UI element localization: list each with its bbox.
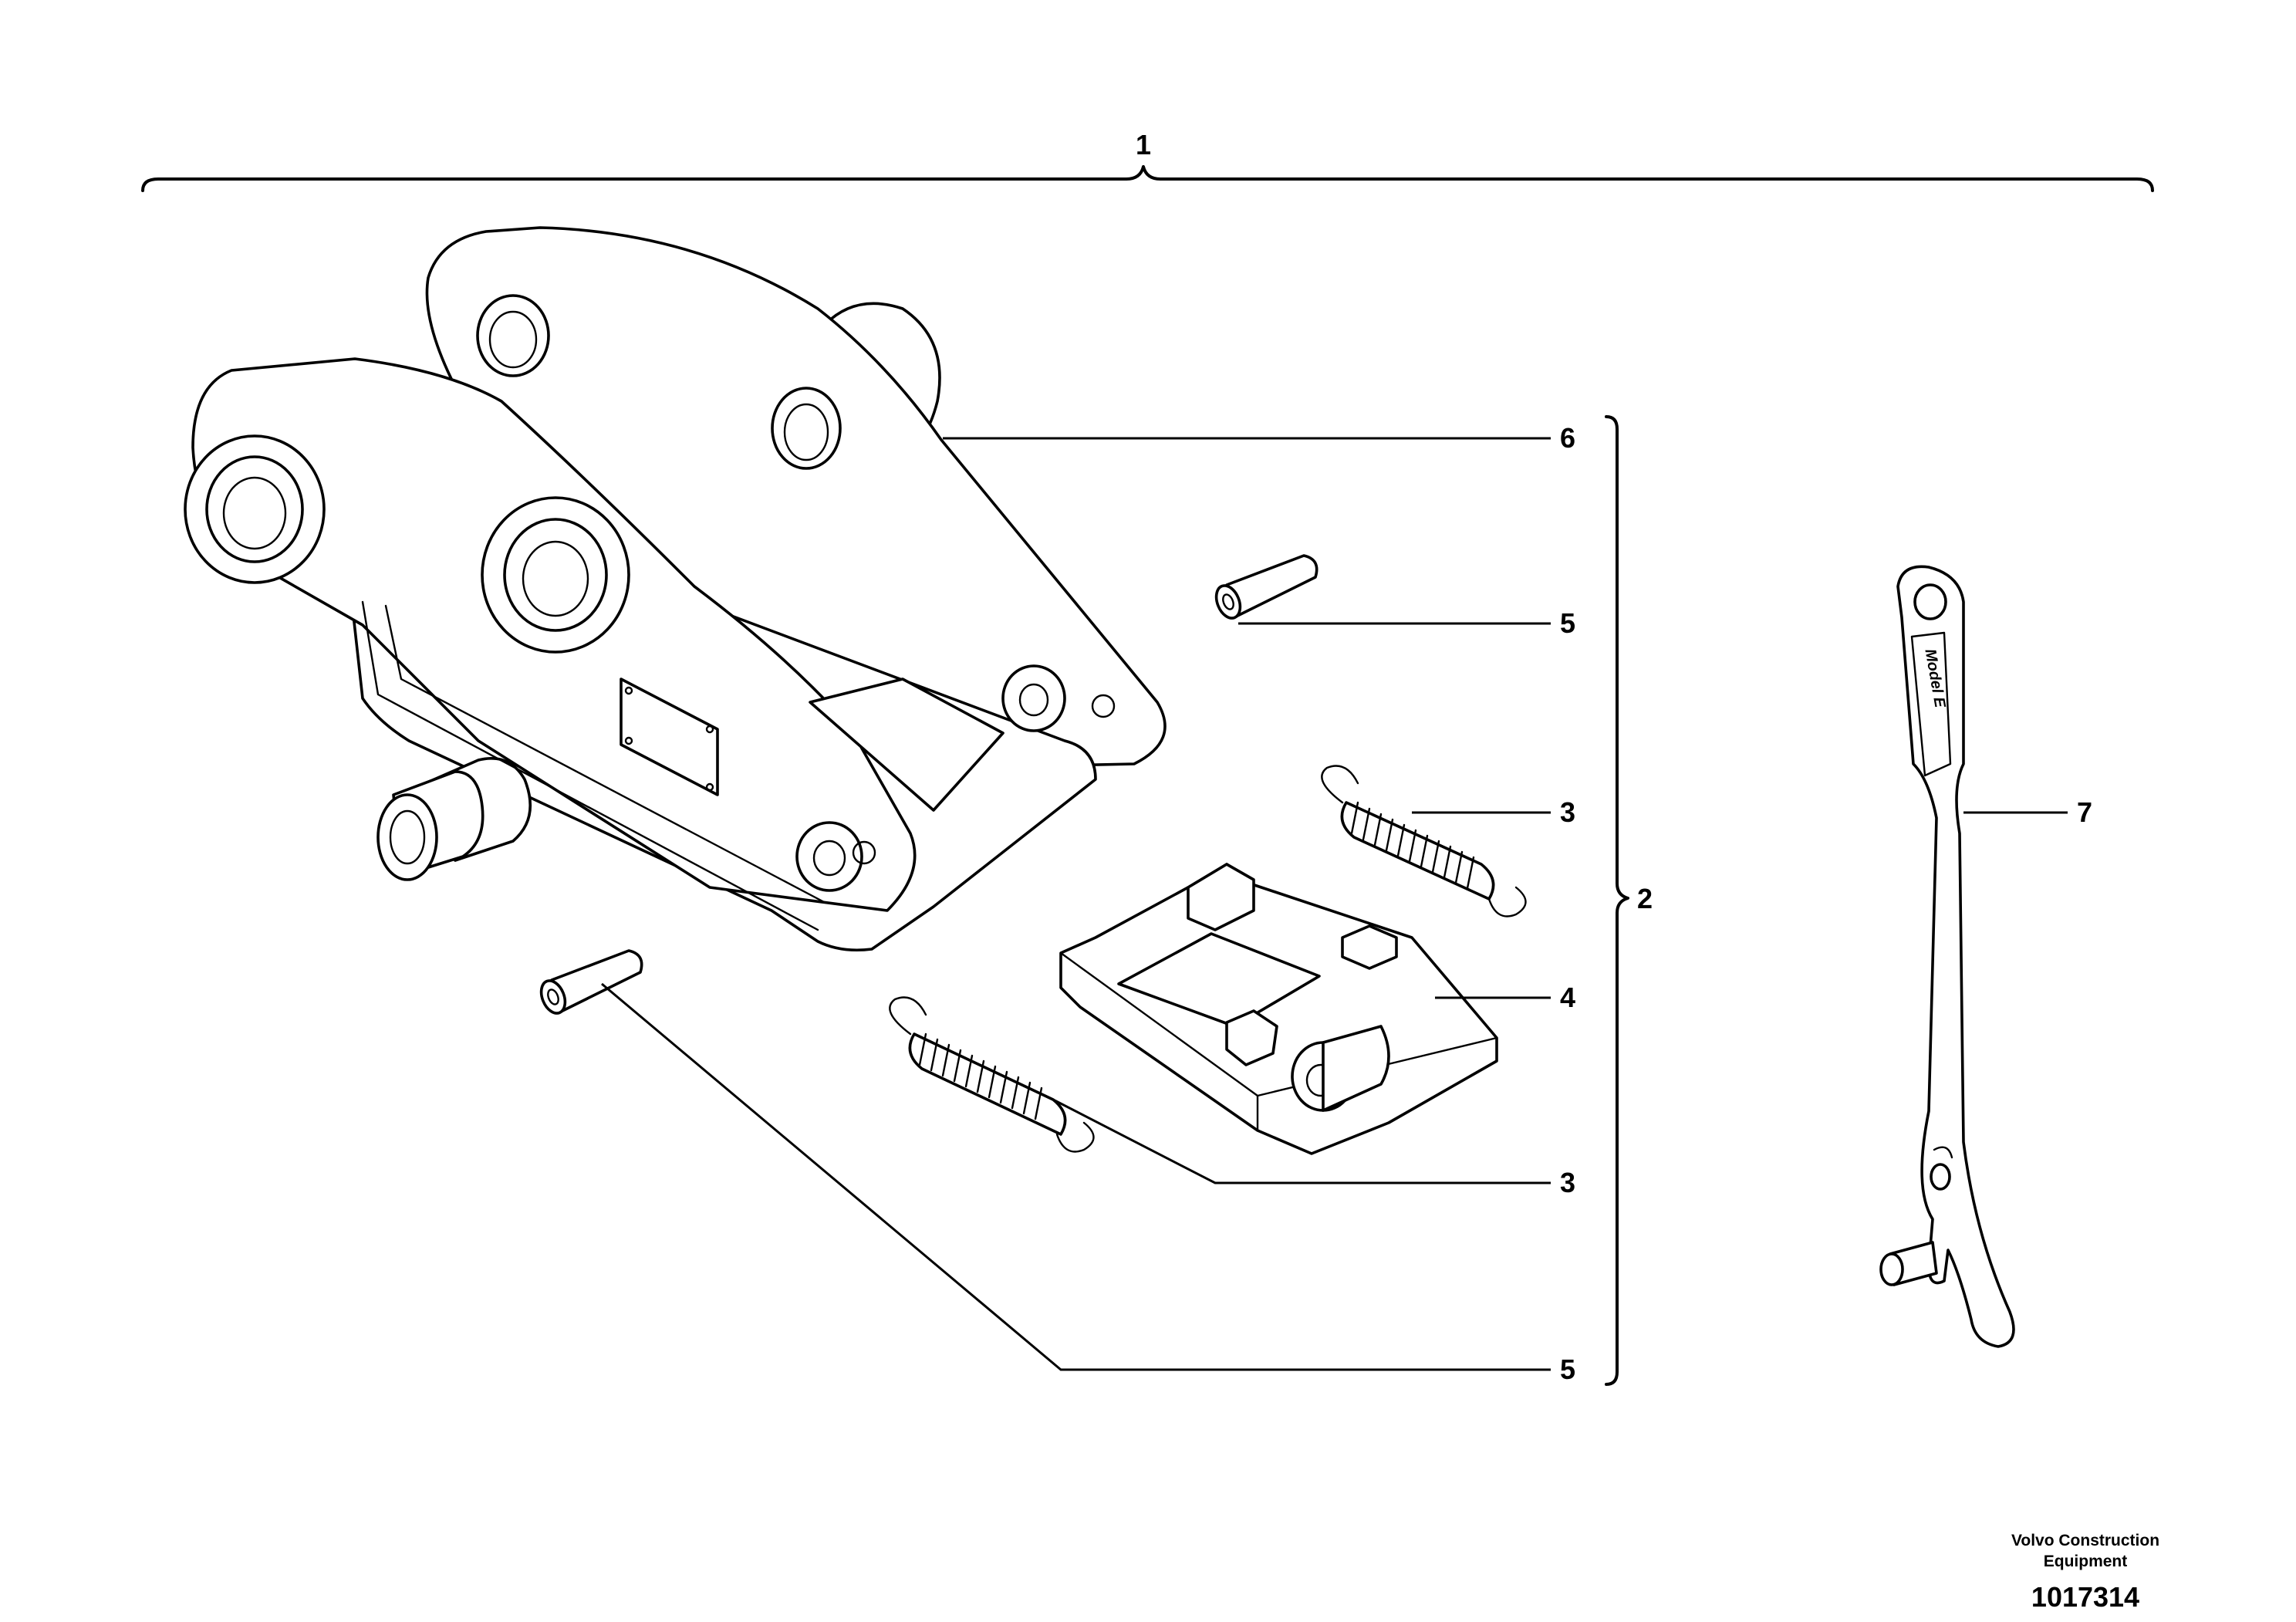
roll-pin-upper bbox=[1214, 554, 1319, 620]
callout-3-upper: 3 bbox=[1560, 796, 1575, 828]
callout-4: 4 bbox=[1560, 982, 1575, 1013]
bracket-identification-plate bbox=[620, 678, 719, 796]
callout-3-lower: 3 bbox=[1560, 1167, 1575, 1198]
callout-6: 6 bbox=[1560, 422, 1575, 454]
bracket-front-pin bbox=[376, 756, 532, 881]
leader-3-lower bbox=[1052, 1098, 1551, 1184]
rear-plate-lower-bore bbox=[771, 387, 842, 470]
assembly-brace bbox=[141, 165, 2154, 192]
footer-company-line-1: Volvo Construction bbox=[2011, 1532, 2159, 1549]
callout-1: 1 bbox=[1136, 129, 1151, 161]
leader-lines bbox=[601, 437, 2068, 1371]
rear-plate-upper-bore bbox=[476, 294, 550, 377]
leader-5-lower bbox=[601, 982, 1551, 1371]
callout-5-lower: 5 bbox=[1560, 1353, 1575, 1385]
callout-2: 2 bbox=[1637, 883, 1653, 914]
locking-plate bbox=[1059, 863, 1498, 1155]
drawing-number: 1017314 bbox=[2031, 1581, 2139, 1613]
callout-5-upper: 5 bbox=[1560, 607, 1575, 639]
callout-7: 7 bbox=[2077, 796, 2092, 828]
footer-company-line-2: Equipment bbox=[2044, 1553, 2128, 1570]
lever-eye bbox=[1913, 583, 1947, 620]
coupler-bracket bbox=[184, 226, 1167, 952]
tension-spring-upper bbox=[1321, 765, 1527, 917]
tension-spring-lower bbox=[889, 996, 1095, 1153]
roll-pin-lower bbox=[539, 949, 643, 1015]
release-lever: Model E bbox=[1879, 565, 2015, 1348]
sub-kit-brace bbox=[1605, 415, 1629, 1386]
